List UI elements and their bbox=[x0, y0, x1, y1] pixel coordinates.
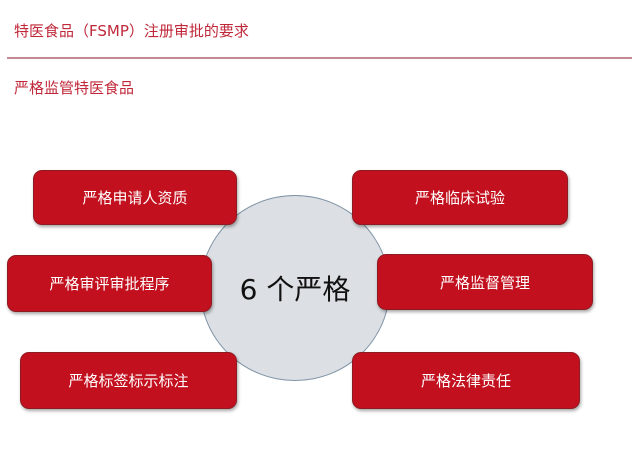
center-circle: 6 个严格 bbox=[200, 195, 390, 381]
item-review-procedure: 严格审评审批程序 bbox=[7, 255, 212, 312]
slide-subtitle: 严格监管特医食品 bbox=[14, 79, 135, 97]
center-label: 6 个严格 bbox=[239, 273, 351, 306]
item-clinical-trial: 严格临床试验 bbox=[352, 170, 568, 225]
item-labeling: 严格标签标示标注 bbox=[20, 352, 237, 409]
slide-title: 特医食品（FSMP）注册审批的要求 bbox=[14, 22, 249, 40]
item-supervision: 严格监督管理 bbox=[377, 254, 593, 310]
item-legal-liability: 严格法律责任 bbox=[352, 352, 580, 409]
item-applicant-qualification: 严格申请人资质 bbox=[33, 170, 237, 225]
header-divider bbox=[7, 57, 632, 59]
